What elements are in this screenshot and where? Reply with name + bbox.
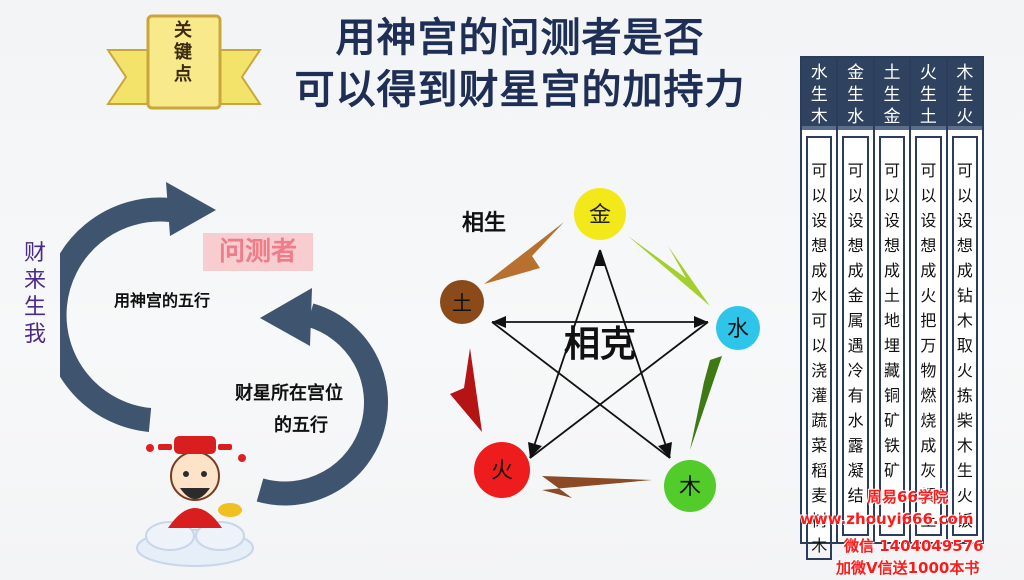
fire-to-earth-arrow-icon (450, 348, 482, 432)
key-point-badge: 关键点 (104, 14, 264, 114)
upper-arc (60, 197, 172, 432)
metal-circle (574, 188, 626, 240)
column-header: 土生金 (874, 58, 910, 130)
earth-label: 土 (452, 291, 472, 315)
watermark-line-1: 周易66学院 (867, 488, 948, 506)
metal-to-water-arrow-icon (628, 236, 710, 306)
explanation-table: 水生木 可以设想成水可以浇灌蔬菜稻麦树木 金生水 可以设想成金属遇冷有水露凝结 … (800, 56, 984, 560)
page-title: 用神宫的问测者是否 可以得到财星宫的加持力 (240, 12, 800, 116)
water-label: 水 (727, 317, 749, 342)
column-body: 可以设想成金属遇冷有水露凝结 (842, 136, 869, 536)
cycle-arrows (60, 182, 388, 506)
fire-label: 火 (491, 459, 513, 484)
column-body: 可以设想成土地埋藏铜矿铁矿 (878, 136, 906, 536)
wood-label: 木 (679, 475, 701, 500)
watermark-line-4: 加微V信送1000本书 (836, 559, 980, 577)
earth-circle (440, 280, 484, 324)
restraint-arrowheads (492, 250, 708, 458)
restraint-star (491, 249, 709, 459)
column-header: 金生水 (838, 58, 873, 130)
metal-label: 金 (589, 203, 611, 228)
vertical-caption: 财来生我 (23, 241, 46, 347)
wealth-god-illustration (136, 436, 254, 567)
upper-arrowhead-icon (166, 182, 216, 236)
caixing-label-line-2: 的五行 (274, 415, 328, 436)
xiangke-label: 相克 (564, 323, 636, 365)
wood-to-fire-arrow-icon (542, 476, 652, 498)
earth-to-metal-arrow-icon (484, 222, 564, 284)
title-line-2: 可以得到财星宫的加持力 (294, 67, 746, 113)
questioner-label: 问测者 (203, 233, 313, 271)
wood-circle (664, 460, 716, 512)
five-elements-diagram: 金 水 木 火 土 相生 相克 (440, 188, 760, 512)
column-body: 可以设想成钻木取火拣柴木生火饭 (951, 136, 979, 536)
table-column: 水生木 可以设想成水可以浇灌蔬菜稻麦树木 (802, 58, 839, 560)
table-column: 火生土 可以设想成火把万物燃烧成灰烬土 (911, 58, 948, 542)
table-column: 土生金 可以设想成土地埋藏铜矿铁矿 (874, 58, 912, 542)
column-body: 可以设想成水可以浇灌蔬菜稻麦树木 (806, 136, 833, 560)
column-header: 木生火 (947, 58, 983, 130)
water-to-wood-arrow-icon (690, 356, 722, 450)
badge-label: 关键点 (174, 20, 192, 85)
watermark-line-2: www.zhouyi666.com (800, 510, 974, 528)
table-column: 金生水 可以设想成金属遇冷有水露凝结 (838, 58, 875, 542)
column-header: 水生木 (802, 58, 837, 130)
xiangsheng-label: 相生 (462, 210, 506, 236)
water-circle (716, 306, 760, 350)
caixing-label-line-1: 财星所在宫位 (235, 383, 343, 404)
column-header: 火生土 (911, 58, 946, 130)
lower-arrowhead-icon (260, 288, 312, 346)
table-column: 木生火 可以设想成钻木取火拣柴木生火饭 (947, 58, 983, 542)
watermark-line-3: 微信 1404049576 (844, 537, 984, 555)
title-line-1: 用神宫的问测者是否 (335, 15, 705, 61)
yongshen-label: 用神宫的五行 (114, 291, 211, 310)
lower-arc (256, 303, 388, 506)
fire-circle (474, 442, 530, 498)
column-body: 可以设想成火把万物燃烧成灰烬土 (915, 136, 942, 536)
ribbon-icon (106, 14, 262, 110)
